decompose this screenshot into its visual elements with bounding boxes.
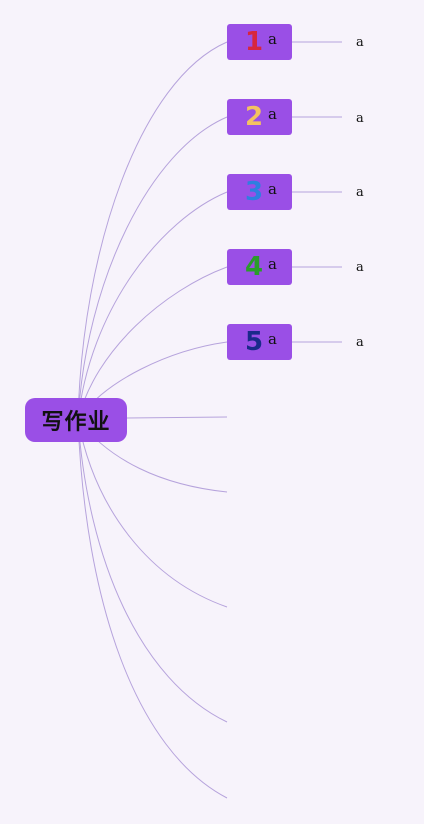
connector-root-empty-3 [77, 419, 228, 608]
branch-number-4: 4 [245, 252, 264, 282]
branch-number-2: 2 [245, 102, 264, 132]
connector-root-branch-2 [77, 116, 228, 421]
root-node[interactable]: 写作业 [25, 398, 127, 442]
connector-root-empty-4 [77, 419, 228, 723]
branch-number-5: 5 [245, 327, 264, 357]
branch-number-3: 3 [245, 177, 264, 207]
connector-root-empty-1 [126, 416, 228, 419]
branch-number-1: 1 [245, 27, 264, 57]
branch-node-1[interactable]: 1 a [227, 24, 292, 60]
branch-label-3: a [268, 180, 277, 198]
branch-label-2: a [268, 105, 277, 123]
branch-node-3[interactable]: 3 a [227, 174, 292, 210]
connector-root-branch-4 [77, 266, 228, 421]
branch-node-4[interactable]: 4 a [227, 249, 292, 285]
connector-root-empty-5 [77, 419, 228, 799]
branch-label-1: a [268, 30, 277, 48]
connector-root-branch-1 [77, 41, 228, 421]
branch-node-2[interactable]: 2 a [227, 99, 292, 135]
leaf-label-1[interactable]: a [356, 35, 364, 50]
leaf-label-4[interactable]: a [356, 260, 364, 275]
connector-root-branch-3 [77, 191, 228, 421]
leaf-label-5[interactable]: a [356, 335, 364, 350]
branch-node-5[interactable]: 5 a [227, 324, 292, 360]
root-node-label: 写作业 [41, 410, 111, 435]
branch-label-5: a [268, 330, 277, 348]
leaf-label-2[interactable]: a [356, 111, 364, 126]
leaf-label-3[interactable]: a [356, 185, 364, 200]
branch-label-4: a [268, 255, 277, 273]
